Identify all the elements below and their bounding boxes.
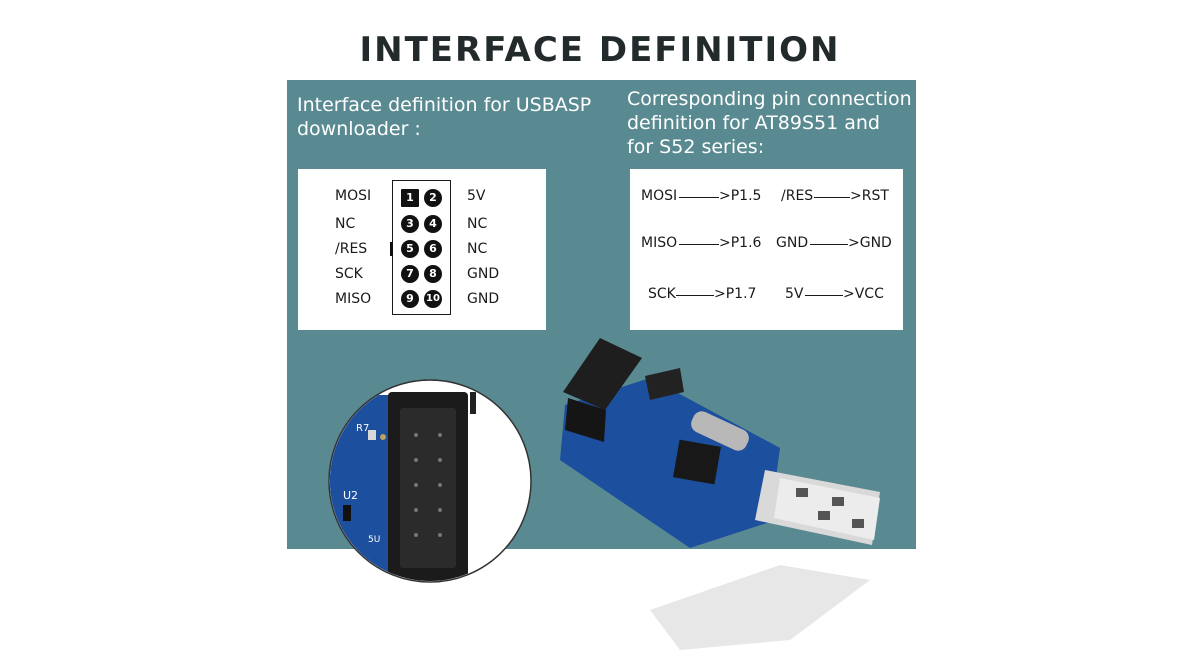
key-notch bbox=[390, 242, 393, 256]
connection-line bbox=[810, 244, 848, 245]
pinout-box bbox=[298, 169, 546, 330]
pin-label-gnd: GND bbox=[467, 266, 500, 282]
map-from-gnd: GND bbox=[776, 235, 809, 251]
map-from-sck: SCK bbox=[648, 286, 676, 302]
pin-label-res: /RES bbox=[335, 241, 368, 257]
map-to-p16: >P1.6 bbox=[719, 235, 762, 251]
map-from-res: /RES bbox=[781, 188, 814, 204]
connection-map-box bbox=[630, 169, 903, 330]
map-from-5v: 5V bbox=[785, 286, 804, 302]
connection-line bbox=[676, 295, 714, 296]
pin-6: 6 bbox=[424, 240, 442, 258]
pin-8: 8 bbox=[424, 265, 442, 283]
map-to-gnd: >GND bbox=[848, 235, 892, 251]
pin-9: 9 bbox=[401, 290, 419, 308]
map-to-p15: >P1.5 bbox=[719, 188, 762, 204]
map-to-vcc: >VCC bbox=[843, 286, 884, 302]
map-to-rst: >RST bbox=[850, 188, 889, 204]
pin-10: 10 bbox=[424, 290, 442, 308]
map-from-mosi: MOSI bbox=[641, 188, 678, 204]
pin-label-mosi: MOSI bbox=[335, 188, 372, 204]
pin-2: 2 bbox=[424, 189, 442, 207]
map-to-p17: >P1.7 bbox=[714, 286, 757, 302]
at89s51-heading: Corresponding pin connection definition … bbox=[627, 88, 912, 158]
connection-line bbox=[814, 197, 850, 198]
pin-3: 3 bbox=[401, 215, 419, 233]
pin-5: 5 bbox=[401, 240, 419, 258]
connection-line bbox=[679, 197, 719, 198]
usbasp-heading: Interface definition for USBASP download… bbox=[297, 94, 592, 140]
pin-1: 1 bbox=[401, 189, 419, 207]
pin-label-sck: SCK bbox=[335, 266, 363, 282]
pin-label-nc: NC bbox=[335, 216, 356, 232]
connection-line bbox=[805, 295, 843, 296]
page-title: INTERFACE DEFINITION bbox=[359, 30, 841, 70]
pin-label-gnd-2: GND bbox=[467, 291, 500, 307]
pin-7: 7 bbox=[401, 265, 419, 283]
pin-label-nc-right: NC bbox=[467, 216, 488, 232]
pin-label-miso: MISO bbox=[335, 291, 372, 307]
pin-label-nc-right-2: NC bbox=[467, 241, 488, 257]
pin-label-5v: 5V bbox=[467, 188, 486, 204]
silkscreen-u2: U2 bbox=[343, 489, 358, 502]
silkscreen-5u: 5U bbox=[368, 535, 380, 545]
silkscreen-r7: R7 bbox=[356, 423, 369, 434]
connection-line bbox=[679, 244, 719, 245]
pin-4: 4 bbox=[424, 215, 442, 233]
map-from-miso: MISO bbox=[641, 235, 678, 251]
